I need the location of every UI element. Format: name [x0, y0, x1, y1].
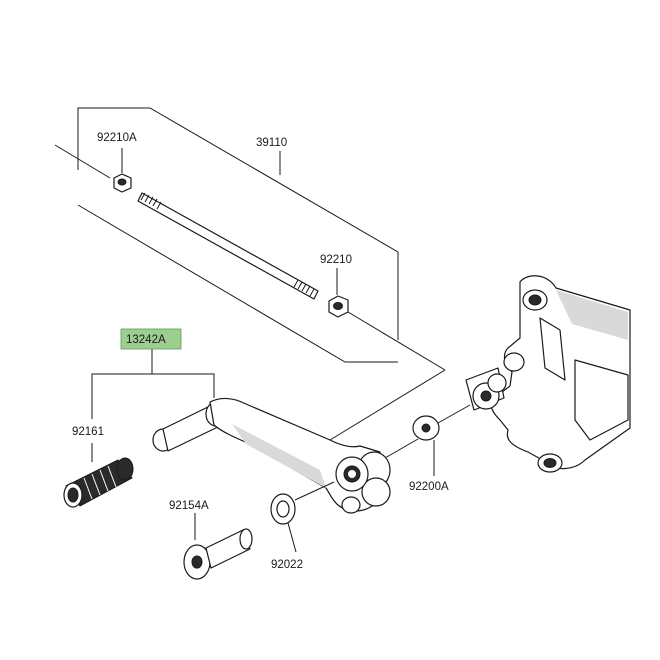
bolt-92154A [183, 513, 253, 580]
label-39110: 39110 [256, 137, 287, 149]
rod-assembly-outline [54, 107, 446, 441]
label-92210: 92210 [320, 254, 352, 266]
footrest-bracket [465, 275, 631, 473]
rubber-grip-92161 [63, 443, 134, 508]
tie-rod-39110 [137, 192, 319, 300]
label-92210A: 92210A [97, 132, 137, 144]
nut-92210 [328, 295, 349, 318]
label-92154A: 92154A [169, 500, 209, 512]
highlight-box [120, 328, 182, 350]
label-13242A-group: 13242A [120, 328, 182, 350]
nut-92210A [113, 173, 132, 193]
label-13242A: 13242A [126, 334, 166, 346]
label-92200A: 92200A [409, 481, 449, 493]
rod-thread-left [140, 192, 162, 210]
rod-thread-right [293, 279, 315, 297]
label-92022: 92022 [271, 559, 303, 571]
washer-92200A [384, 404, 471, 476]
shift-lever-13242A [152, 397, 391, 514]
washer-92022 [270, 481, 335, 553]
label-92161: 92161 [72, 426, 104, 438]
group-bracket-13242A [91, 349, 215, 419]
